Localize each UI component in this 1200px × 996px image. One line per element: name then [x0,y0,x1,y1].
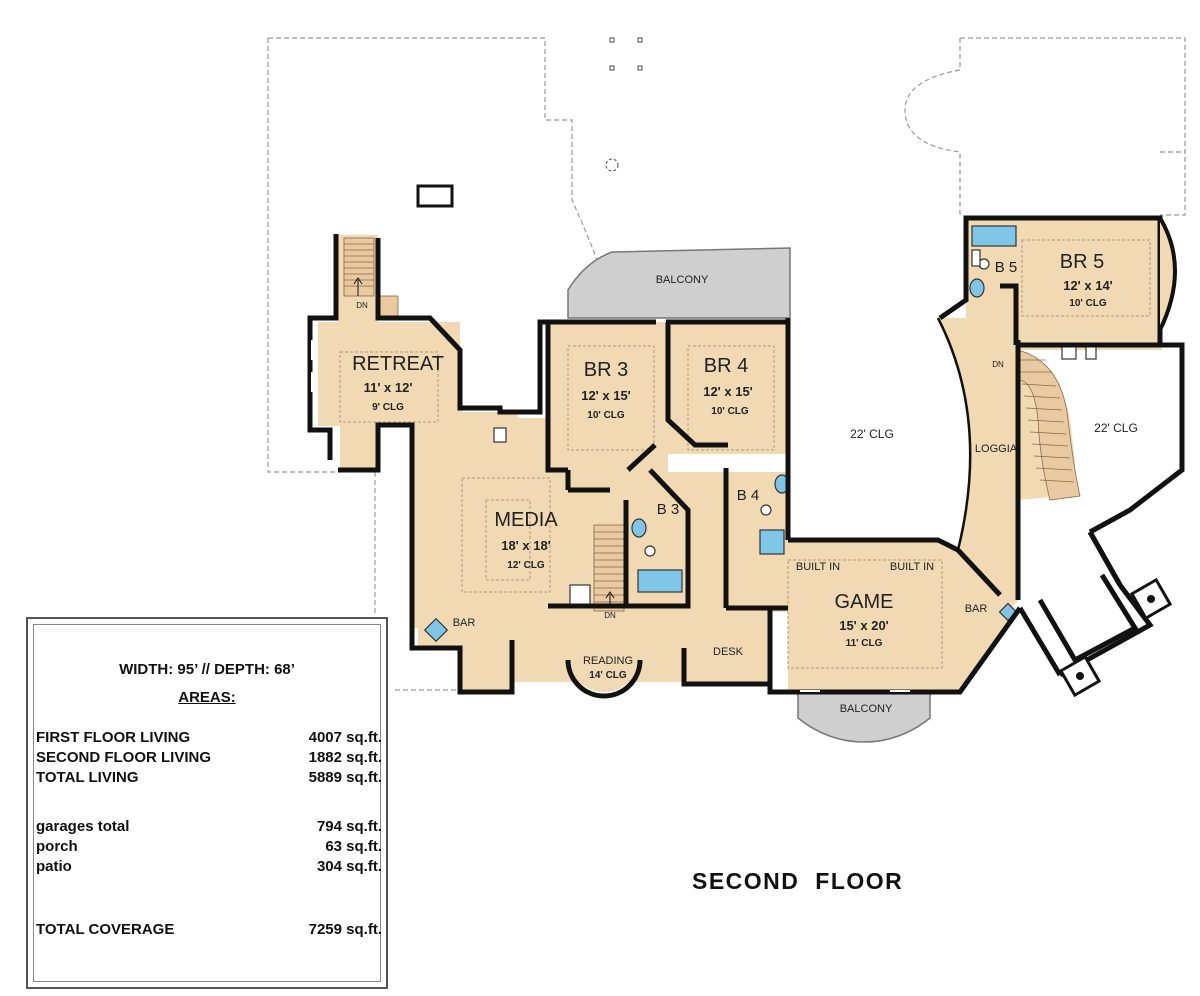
balcony-top-label: BALCONY [656,274,709,286]
room-name: READING [583,655,633,667]
area-table-frame [33,624,381,982]
roof-markers [605,37,643,172]
room-br5: BR 5 12' x 14' 10' CLG [1060,251,1113,309]
room-dims: 18' x 18' [501,538,551,553]
down-label: DN [356,301,368,310]
room-br4: BR 4 12' x 15' 10' CLG [703,355,753,417]
open-clg-label-1: 22' CLG [850,427,894,441]
down-label: DN [992,360,1004,369]
room-reading: READING 14' CLG [583,655,633,681]
area-label: TOTAL COVERAGE [36,921,175,938]
room-name: BR 3 [584,359,628,381]
area-row: garages total 794 sq.ft. [36,818,382,838]
area-value: 1882 sq.ft. [308,749,382,766]
areas-heading: AREAS: [178,689,236,706]
area-row: TOTAL COVERAGE 7259 sq.ft. [36,921,382,941]
room-ceiling: 9' CLG [372,402,404,413]
overall-dimensions: WIDTH: 95’ // DEPTH: 68’ [119,661,295,678]
room-dims: 11' x 12' [364,380,413,395]
room-name: RETREAT [352,353,444,375]
area-value: 63 sq.ft. [325,838,382,855]
stairs-center [593,524,625,612]
desk-label: DESK [713,646,744,658]
room-ceiling: 10' CLG [711,406,749,417]
floor-title: SECOND FLOOR [692,868,904,894]
area-value: 7259 sq.ft. [308,921,382,938]
bar-left-label: BAR [453,617,476,629]
plumbing-fixtures [423,225,1097,643]
room-ceiling: 11' CLG [846,638,883,649]
area-value: 4007 sq.ft. [308,729,382,746]
arrow-up-icon [353,277,363,296]
area-label: SECOND FLOOR LIVING [36,749,212,766]
stairs-retreat [343,237,399,321]
ceiling-lines [339,239,1151,669]
built-in-label: BUILT IN [796,561,840,573]
area-value: 794 sq.ft. [316,818,382,835]
area-row: porch 63 sq.ft. [36,838,382,858]
area-label: porch [36,838,78,855]
room-ceiling: 14' CLG [589,670,627,681]
balcony-top-shape [567,247,791,319]
built-in-label: BUILT IN [890,561,934,573]
area-row: TOTAL LIVING 5889 sq.ft. [36,769,382,789]
porch-wing [1017,530,1154,678]
room-dims: 12' x 15' [703,384,753,399]
room-ceiling: 12' CLG [507,560,545,571]
open-clg-label-2: 22' CLG [1094,421,1138,435]
arrow-up-icon [605,591,615,608]
room-ceiling: 10' CLG [587,410,625,421]
loggia-curve [936,317,972,551]
area-label: patio [36,858,72,875]
room-media: MEDIA 18' x 18' 12' CLG [494,509,558,571]
chimney [416,184,454,208]
area-value: 5889 sq.ft. [308,769,382,786]
area-row: patio 304 sq.ft. [36,858,382,878]
room-name: GAME [835,591,894,613]
area-table: WIDTH: 95’ // DEPTH: 68’ AREAS: FIRST FL… [26,617,388,989]
bath-3-label: B 3 [657,501,680,518]
room-ceiling: 10' CLG [1069,298,1107,309]
room-game: GAME 15' x 20' 11' CLG [835,591,894,649]
balcony-bottom-shape [797,689,931,743]
area-label: FIRST FLOOR LIVING [36,729,191,746]
room-retreat: RETREAT 11' x 12' 9' CLG [352,353,444,413]
room-name: BR 4 [704,355,748,377]
bath-5-label: B 5 [995,259,1018,276]
room-dims: 15' x 20' [839,618,889,633]
area-label: TOTAL LIVING [36,769,139,786]
stairs-curved [1017,349,1081,501]
bath-4-label: B 4 [737,487,760,504]
area-label: garages total [36,818,130,835]
room-br3: BR 3 12' x 15' 10' CLG [581,359,631,421]
area-row: SECOND FLOOR LIVING 1882 sq.ft. [36,749,382,769]
area-value: 304 sq.ft. [316,858,382,875]
room-dims: 12' x 14' [1063,278,1113,293]
down-label: DN [604,611,616,620]
balcony-bottom-label: BALCONY [840,703,893,715]
loggia-label: LOGGIA [975,443,1018,455]
br5-bay [1158,216,1177,331]
room-name: MEDIA [494,509,558,531]
area-row: FIRST FLOOR LIVING 4007 sq.ft. [36,729,382,749]
bar-right-label: BAR [965,603,988,615]
open-to-below-1 [790,318,971,550]
room-dims: 12' x 15' [581,388,631,403]
open-to-below-2 [1075,360,1180,505]
room-name: BR 5 [1060,251,1104,273]
windows [311,319,912,692]
